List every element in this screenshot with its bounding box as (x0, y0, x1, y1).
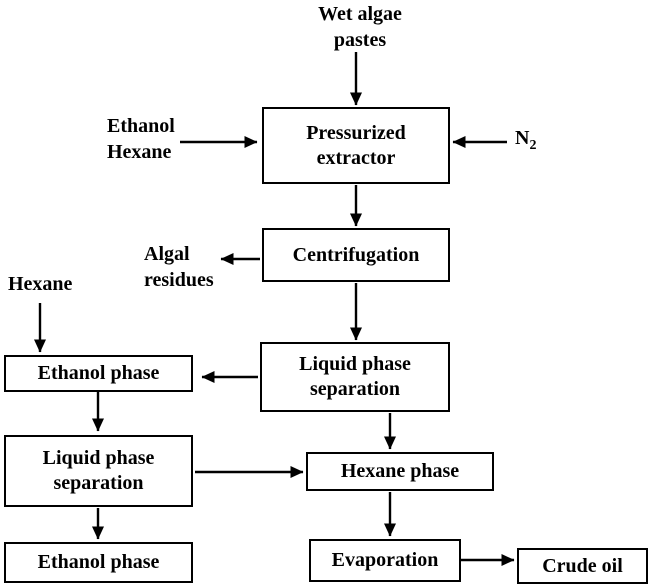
node-centrifugation: Centrifugation (262, 228, 450, 282)
node-label: Crude oil (542, 554, 623, 577)
nitrogen-symbol: N (515, 127, 530, 149)
node-hexane-phase: Hexane phase (306, 452, 494, 491)
label-line: pastes (333, 29, 387, 51)
label-line: Ethanol (107, 115, 175, 137)
node-evaporation: Evaporation (309, 539, 461, 582)
label-hexane-feed: Hexane (8, 273, 73, 295)
node-label-line: separation (310, 378, 400, 400)
label-ethanol-hexane: Ethanol Hexane (107, 113, 175, 165)
node-label-line: Liquid phase (42, 447, 155, 469)
label-nitrogen: N2 (515, 125, 537, 153)
node-label: Ethanol phase (37, 362, 160, 384)
label-line: Wet algae (318, 3, 402, 25)
node-label-line: extractor (316, 146, 396, 169)
nitrogen-subscript: 2 (529, 138, 537, 153)
node-label: Hexane phase (340, 460, 460, 482)
node-label: Evaporation (331, 549, 439, 571)
node-label-line: separation (53, 472, 144, 494)
label-algal-residues: Algal residues (144, 241, 214, 293)
node-ethanol-phase-lower: Ethanol phase (4, 542, 193, 583)
label-line: Hexane (107, 141, 172, 163)
node-label-line: Liquid phase (299, 353, 411, 375)
label-line: Algal (144, 243, 190, 265)
node-label-line: Pressurized (306, 121, 406, 144)
label-line: residues (144, 269, 214, 291)
node-label: Ethanol phase (37, 551, 160, 573)
node-label: Centrifugation (292, 243, 420, 266)
node-ethanol-phase-upper: Ethanol phase (4, 355, 193, 392)
node-liquid-phase-separation-right: Liquid phase separation (260, 342, 450, 412)
node-crude-oil: Crude oil (517, 548, 648, 584)
node-liquid-phase-separation-left: Liquid phase separation (4, 435, 193, 507)
label-wet-algae-pastes: Wet algae pastes (300, 1, 420, 53)
node-pressurized-extractor: Pressurized extractor (262, 107, 450, 184)
